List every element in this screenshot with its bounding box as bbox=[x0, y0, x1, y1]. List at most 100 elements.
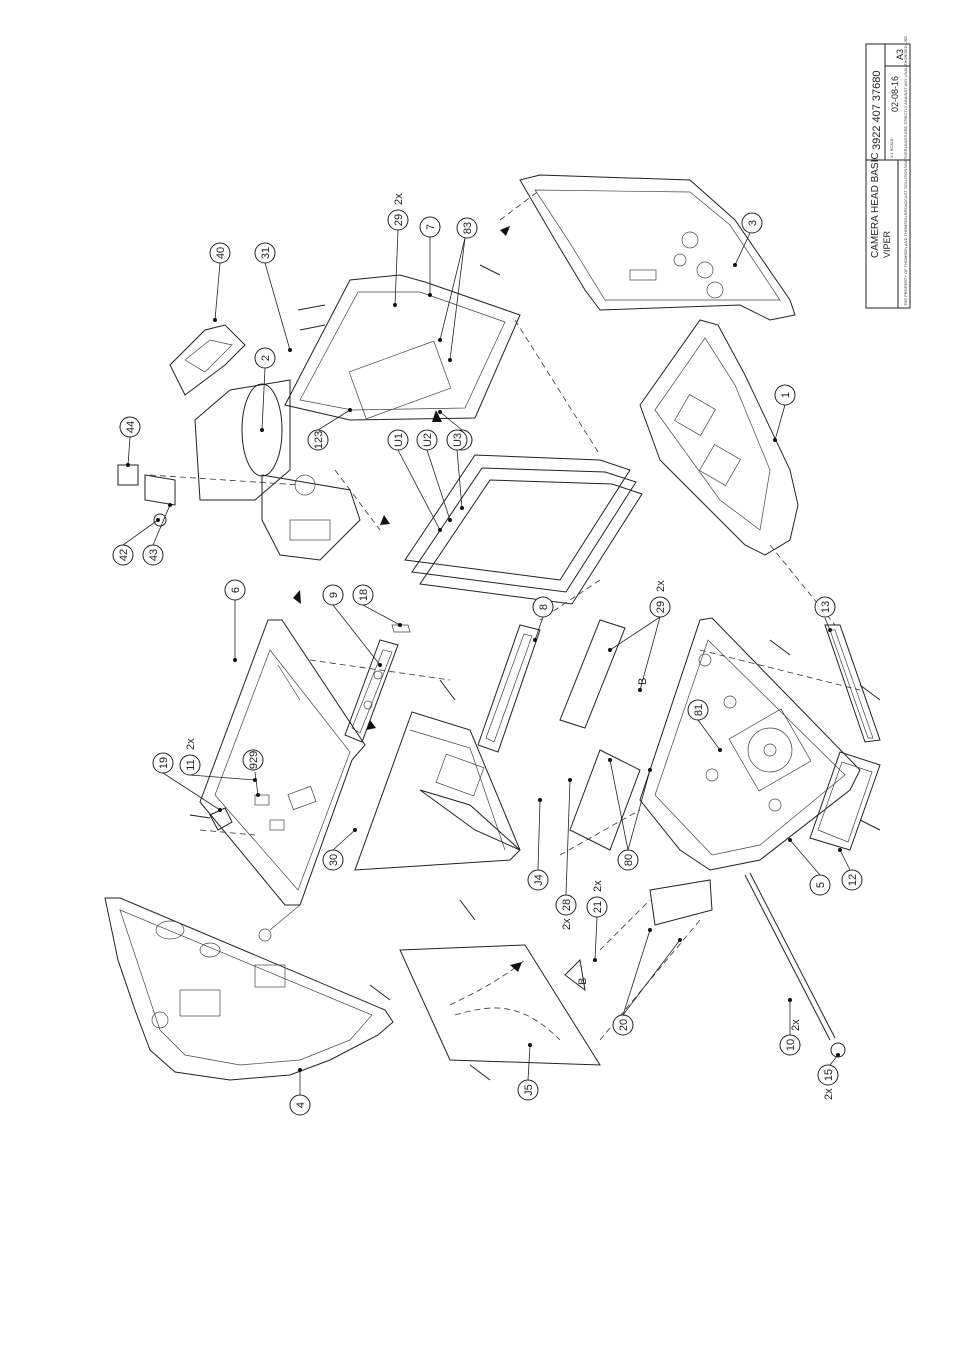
part-20-connector bbox=[649, 879, 713, 926]
callout-J5: J5 bbox=[517, 1043, 539, 1101]
callout-label: 20 bbox=[618, 1019, 630, 1031]
callout-4: 4 bbox=[289, 1068, 311, 1116]
part-J5-board bbox=[399, 944, 601, 1066]
callout-7: 7 bbox=[419, 216, 441, 297]
sheet-size: A3 bbox=[895, 49, 905, 60]
callout-label: 12 bbox=[847, 874, 859, 886]
callout-label: 28 bbox=[561, 899, 573, 911]
property-notice: THE PROPERTY OF THOMSON AND THOMSON BROA… bbox=[903, 36, 908, 306]
callout-80: 80 bbox=[608, 758, 652, 871]
callout-label: 1 bbox=[780, 392, 792, 398]
callout-43: 43 bbox=[142, 503, 172, 566]
callout-U1: U1 bbox=[387, 429, 442, 532]
detail-b-marker-frame: B bbox=[637, 678, 649, 685]
callout-20: 20 bbox=[612, 928, 682, 1036]
callout-label: 81 bbox=[693, 704, 705, 716]
callout-83: 83 bbox=[438, 217, 478, 362]
part-43-bracket bbox=[144, 474, 176, 506]
callout-31: 31 bbox=[254, 242, 292, 352]
part-42-nut bbox=[153, 513, 167, 527]
callout-81: 81 bbox=[687, 699, 722, 752]
callout-11: 11 2x bbox=[179, 738, 257, 782]
callout-label: 13 bbox=[820, 601, 832, 613]
callout-label: 10 bbox=[785, 1039, 797, 1051]
callout-U3: U3 bbox=[446, 429, 468, 510]
callout-10: 10 2x bbox=[779, 998, 802, 1056]
part-6-cover-plate bbox=[199, 619, 366, 906]
callout-label: 7 bbox=[425, 224, 437, 230]
callout-quantity: 2x bbox=[185, 738, 197, 750]
callout-label: U2 bbox=[422, 433, 434, 447]
callout-label: 2 bbox=[260, 355, 272, 361]
part-9-rail-bracket bbox=[344, 624, 411, 743]
callout-label: J4 bbox=[533, 874, 545, 886]
callout-label: 19 bbox=[158, 757, 170, 769]
part-U3-board bbox=[419, 479, 643, 605]
callout-9: 9 bbox=[322, 584, 382, 667]
callout-label: 43 bbox=[148, 549, 160, 561]
part-3-control-panel bbox=[519, 174, 796, 321]
callout-6: 6 bbox=[224, 579, 246, 662]
callout-15: 15 2x bbox=[817, 1053, 840, 1100]
callout-label: 29 bbox=[655, 601, 667, 613]
callout-quantity: 2x bbox=[790, 1019, 802, 1031]
callout-label: 8 bbox=[538, 604, 550, 610]
callout-29-upper: 29 2x bbox=[387, 193, 409, 307]
callout-12: 12 bbox=[838, 848, 863, 891]
part-40-bracket bbox=[169, 324, 246, 396]
part-5-base-frame bbox=[639, 617, 861, 871]
part-29-lower-bracket bbox=[559, 619, 641, 851]
callout-label: 83 bbox=[462, 222, 474, 234]
callout-1: 1 bbox=[773, 384, 796, 442]
callout-label: 21 bbox=[592, 901, 604, 913]
callout-label: 9 bbox=[328, 592, 340, 598]
callout-label: 6 bbox=[230, 587, 242, 593]
part-4-side-housing bbox=[104, 897, 394, 1081]
callout-label: 31 bbox=[260, 247, 272, 259]
callout-44: 44 bbox=[119, 416, 141, 467]
scale-note: 1:1 SCALE bbox=[889, 138, 894, 158]
part-8-rail bbox=[477, 624, 541, 753]
detail-label: B bbox=[577, 978, 589, 985]
drawing-number: 3922 407 37680 bbox=[871, 70, 883, 150]
callout-quantity: 2x bbox=[592, 880, 604, 892]
callout-label: 15 bbox=[823, 1069, 835, 1081]
part-U2-board bbox=[411, 467, 637, 593]
callout-18: 18 bbox=[352, 584, 402, 627]
callout-quantity: 2x bbox=[655, 580, 667, 592]
part-13-rail bbox=[824, 624, 881, 743]
callout-3: 3 bbox=[733, 212, 763, 267]
drawing-subtitle: VIPER bbox=[882, 230, 892, 258]
fastener-screws bbox=[189, 264, 881, 1081]
part-7-side-plate bbox=[284, 274, 521, 421]
callout-label: 11 bbox=[185, 759, 197, 770]
part-19-clip bbox=[189, 807, 233, 831]
callout-40: 40 bbox=[209, 242, 231, 322]
callout-13: 13 bbox=[814, 596, 836, 632]
part-1-front-housing bbox=[639, 319, 799, 556]
assembly-lines bbox=[149, 189, 861, 1041]
part-12-plate bbox=[809, 751, 881, 851]
callout-quantity: 2x bbox=[561, 918, 573, 930]
callout-quantity: 2x bbox=[823, 1088, 835, 1100]
callout-U2: U2 bbox=[416, 429, 452, 522]
callout-label: J5 bbox=[523, 1084, 535, 1096]
callout-label: 40 bbox=[215, 247, 227, 259]
callout-123: 123 bbox=[307, 408, 352, 451]
callout-quantity: 2x bbox=[393, 193, 405, 205]
callout-29-lower: 29 2x bbox=[608, 580, 671, 692]
callout-label: 42 bbox=[118, 549, 130, 561]
callout-label: 3 bbox=[747, 220, 759, 226]
part-44-spacer bbox=[117, 464, 139, 486]
callout-label: U3 bbox=[452, 433, 464, 447]
part-U1-board bbox=[404, 454, 631, 581]
part-J4-board bbox=[419, 753, 521, 851]
callout-J4: J4 bbox=[527, 798, 549, 891]
callout-929: 929 bbox=[242, 749, 264, 797]
assembly-direction-arrows bbox=[293, 226, 522, 972]
callout-label: 18 bbox=[358, 589, 370, 601]
callout-label: U1 bbox=[393, 433, 405, 447]
title-block: 3922 407 37680 02-08-16 A3 CAMERA HEAD B… bbox=[865, 36, 911, 309]
callout-21: 21 2x bbox=[586, 880, 608, 962]
